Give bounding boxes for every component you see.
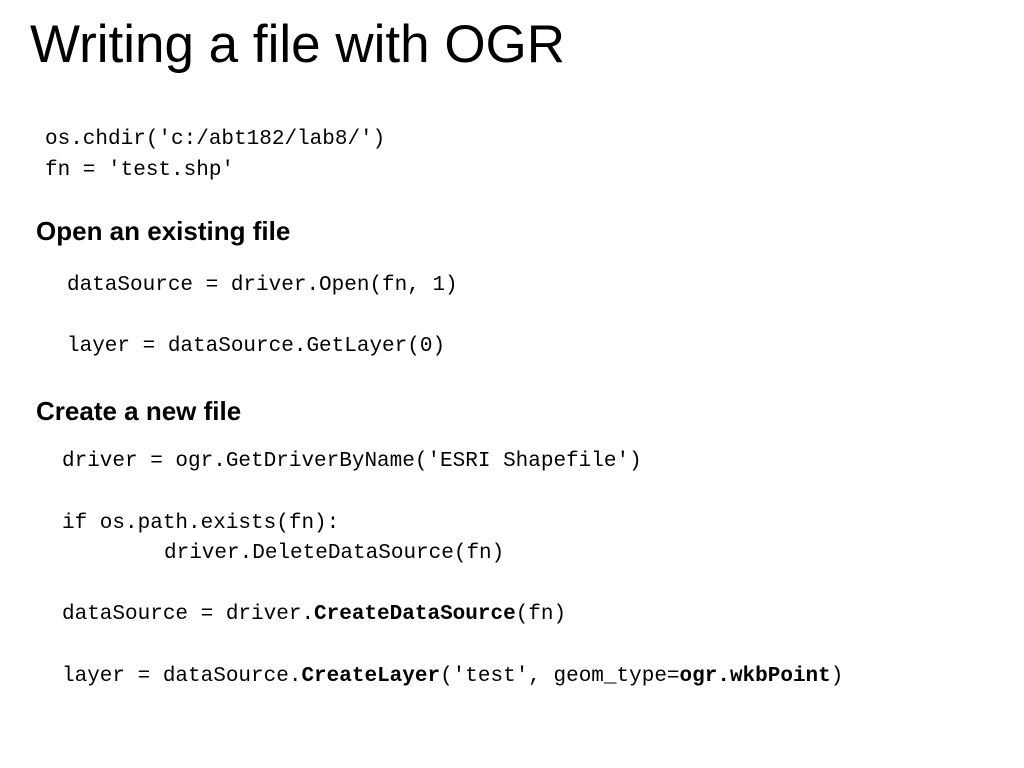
code-line-getdriver: driver = ogr.GetDriverByName('ESRI Shape… xyxy=(62,450,642,473)
code-line-if-exists: if os.path.exists(fn): xyxy=(62,512,340,535)
code-keyword-wkbpoint: ogr.wkbPoint xyxy=(679,665,831,688)
code-text: dataSource = driver. xyxy=(62,603,315,626)
code-line-fn: fn = 'test.shp' xyxy=(45,159,235,182)
code-line-delete: driver.DeleteDataSource(fn) xyxy=(164,542,505,565)
code-text: ('test', geom_type= xyxy=(440,665,680,688)
heading-create-new: Create a new file xyxy=(36,396,242,426)
code-text: layer = dataSource. xyxy=(62,665,302,688)
heading-open-existing: Open an existing file xyxy=(36,216,291,246)
slide-title: Writing a file with OGR xyxy=(30,15,566,74)
code-line-chdir: os.chdir('c:/abt182/lab8/') xyxy=(45,128,386,151)
code-keyword-createdatasource: CreateDataSource xyxy=(314,603,516,626)
code-text: ) xyxy=(830,665,844,688)
code-text: (fn) xyxy=(515,603,567,626)
code-line-createdatasource: dataSource = driver.CreateDataSource(fn) xyxy=(62,600,566,630)
code-line-open: dataSource = driver.Open(fn, 1) xyxy=(67,274,458,297)
code-line-createlayer: layer = dataSource.CreateLayer('test', g… xyxy=(62,662,843,692)
code-keyword-createlayer: CreateLayer xyxy=(301,665,441,688)
code-line-getlayer: layer = dataSource.GetLayer(0) xyxy=(67,335,446,358)
